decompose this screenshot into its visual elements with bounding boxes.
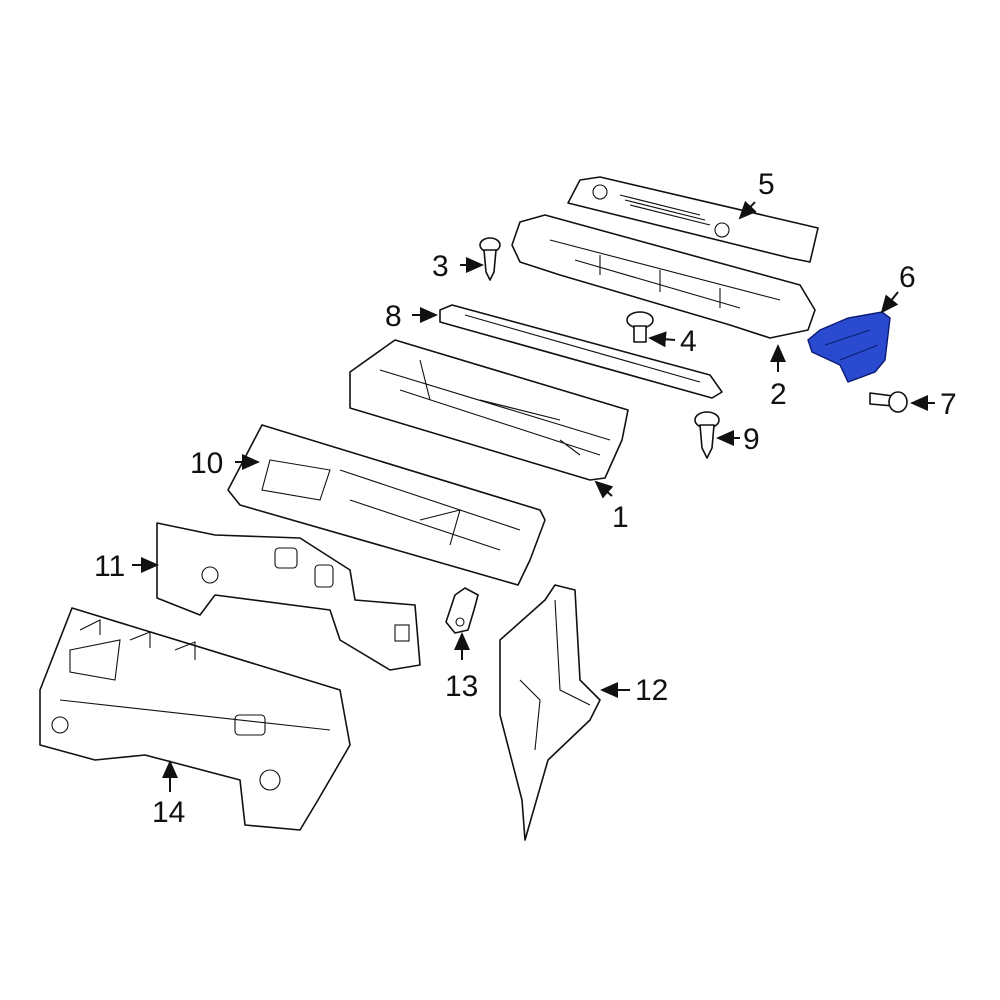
part-11-dash-panel[interactable] — [156, 522, 421, 671]
callout-9: 9 — [743, 423, 760, 456]
callout-1: 1 — [612, 501, 629, 534]
callout-13: 13 — [445, 670, 479, 703]
callout-8: 8 — [385, 300, 402, 333]
callout-2: 2 — [770, 378, 787, 411]
part-10-dash-panel-upper[interactable] — [227, 424, 546, 586]
part-4-clip[interactable] — [626, 311, 654, 343]
callout-6: 6 — [899, 261, 916, 294]
part-3-push-pin[interactable] — [479, 237, 501, 281]
part-2-cowl-panel[interactable] — [511, 214, 816, 339]
callout-7: 7 — [940, 388, 957, 421]
callout-4: 4 — [680, 325, 697, 358]
callout-12: 12 — [635, 674, 669, 707]
part-8-weatherstrip[interactable] — [439, 304, 723, 399]
part-13-bracket[interactable] — [445, 587, 479, 634]
part-5-cowl-grille[interactable] — [567, 176, 819, 263]
part-9-push-pin[interactable] — [694, 411, 720, 459]
callout-10: 10 — [190, 447, 224, 480]
leader-lines — [132, 200, 935, 792]
part-14-dash-panel-lower[interactable] — [39, 607, 351, 831]
callout-14: 14 — [152, 796, 186, 829]
callout-5: 5 — [758, 168, 775, 201]
callout-3: 3 — [432, 250, 449, 283]
part-7-bolt[interactable] — [869, 391, 908, 413]
callout-11: 11 — [94, 550, 126, 583]
part-12-pillar-panel[interactable] — [499, 584, 601, 841]
part-1-cowl-top[interactable] — [349, 339, 629, 481]
part-6-bracket-highlighted[interactable] — [807, 311, 891, 383]
